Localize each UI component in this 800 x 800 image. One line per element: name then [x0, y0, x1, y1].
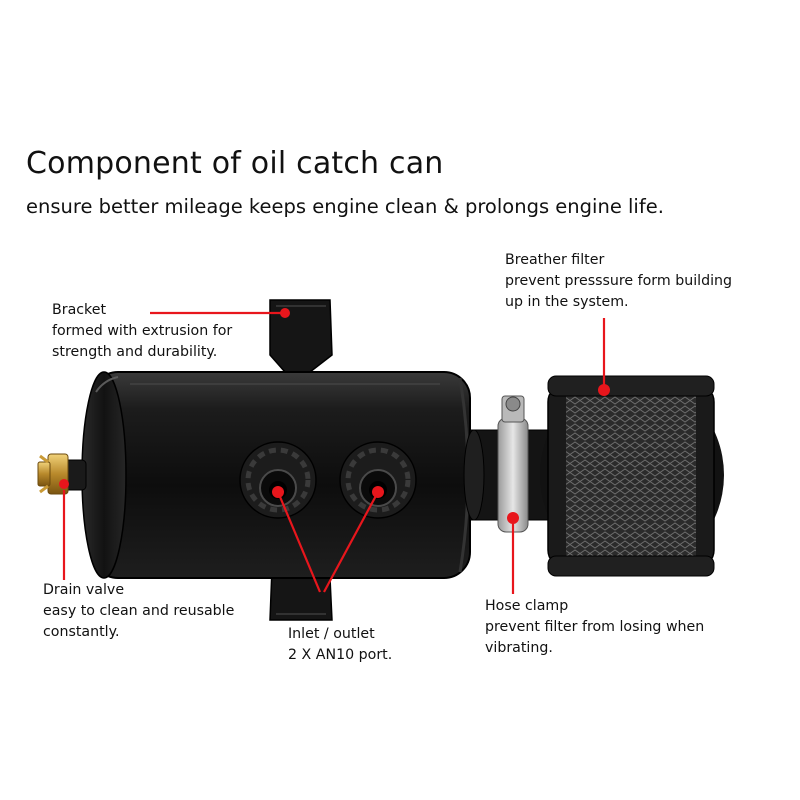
callout-inlet-outlet: Inlet / outlet 2 X AN10 port. [288, 624, 392, 666]
hose-clamp [497, 395, 529, 533]
callout-bracket-name: Bracket [52, 302, 107, 318]
callout-drain-line: constantly. [43, 624, 120, 640]
callout-clamp-name: Hose clamp [485, 598, 569, 614]
callout-breather-name: Breather filter [505, 252, 605, 268]
breather-dot [598, 384, 610, 396]
breather-filter [540, 375, 724, 577]
callout-inlet-name: Inlet / outlet [288, 626, 375, 642]
top-bracket [269, 299, 333, 373]
inlet-dot [272, 486, 284, 498]
callout-bracket: Bracket formed with extrusion for streng… [52, 300, 232, 363]
callout-dots [59, 308, 610, 524]
callout-breather-line: prevent presssure form building [505, 273, 733, 289]
clamp-dot [507, 512, 519, 524]
page-title: Component of oil catch can [26, 146, 444, 181]
callout-clamp-line: prevent filter from losing when [485, 619, 705, 635]
callout-clamp-line: vibrating. [485, 640, 553, 656]
callout-hose-clamp: Hose clamp prevent filter from losing wh… [485, 596, 704, 659]
callout-drain-valve: Drain valve easy to clean and reusable c… [43, 580, 234, 643]
callout-bracket-line: strength and durability. [52, 344, 218, 360]
drain-dot [59, 479, 69, 489]
callout-bracket-line: formed with extrusion for [52, 323, 233, 339]
bracket-dot [280, 308, 290, 318]
callout-inlet-line: 2 X AN10 port. [288, 647, 393, 663]
callout-breather-line: up in the system. [505, 294, 629, 310]
inlet-leader-left [276, 491, 322, 593]
outlet-port [339, 441, 417, 519]
inlet-port [239, 441, 317, 519]
page-subtitle: ensure better mileage keeps engine clean… [26, 195, 664, 218]
callout-breather-filter: Breather filter prevent presssure form b… [505, 250, 732, 313]
outlet-dot [372, 486, 384, 498]
callout-drain-name: Drain valve [43, 582, 125, 598]
callout-lines [62, 311, 606, 594]
outlet-leader-right [323, 491, 379, 593]
callout-drain-line: easy to clean and reusable [43, 603, 235, 619]
